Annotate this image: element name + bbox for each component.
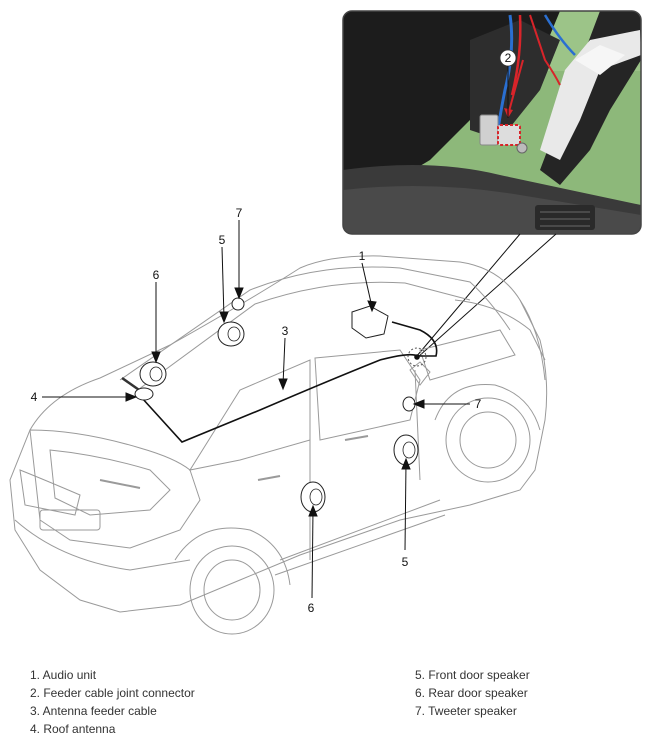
callout-5-top: 5 [219, 233, 226, 247]
roof-antenna [121, 376, 154, 401]
joint-connector-ring [407, 347, 427, 367]
callout-1: 1 [359, 249, 366, 263]
legend-left: 1. Audio unit 2. Feeder cable joint conn… [30, 666, 195, 738]
legend-item-front-door-speaker: 5. Front door speaker [415, 668, 530, 682]
legend-right: 5. Front door speaker 6. Rear door speak… [415, 666, 530, 720]
audio-unit [351, 305, 389, 339]
tweeter-roof [231, 297, 245, 311]
inset-photo: 2 [342, 10, 642, 235]
legend-item-feeder-cable: 3. Antenna feeder cable [30, 704, 157, 718]
inset-leader-left [415, 233, 521, 358]
callout-6-top: 6 [153, 268, 160, 282]
joint-connector-dot [414, 354, 420, 360]
callout-2: 2 [505, 51, 512, 65]
front-door-speaker [393, 434, 419, 466]
inset-leader-right [417, 233, 557, 358]
callout-7-right: 7 [475, 397, 482, 411]
component-location-diagram: 2 [9, 10, 642, 635]
car-outline [9, 255, 548, 635]
legend-item-rear-door-speaker: 6. Rear door speaker [415, 686, 528, 700]
callout-5-bottom: 5 [402, 555, 409, 569]
legend-item-roof-antenna: 4. Roof antenna [30, 722, 116, 736]
rear-speaker-roof [139, 361, 167, 387]
rear-door-speaker [300, 481, 326, 513]
callout-3: 3 [282, 324, 289, 338]
callout-6-bottom: 6 [308, 601, 315, 615]
legend-item-audio-unit: 1. Audio unit [30, 668, 97, 682]
callout-4: 4 [31, 390, 38, 404]
front-speaker-roof [217, 321, 245, 347]
legend-item-tweeter-speaker: 7. Tweeter speaker [415, 704, 517, 718]
callout-7-top: 7 [236, 206, 243, 220]
antenna-feeder-cable [141, 321, 438, 443]
legend-item-feeder-joint: 2. Feeder cable joint connector [30, 686, 195, 700]
